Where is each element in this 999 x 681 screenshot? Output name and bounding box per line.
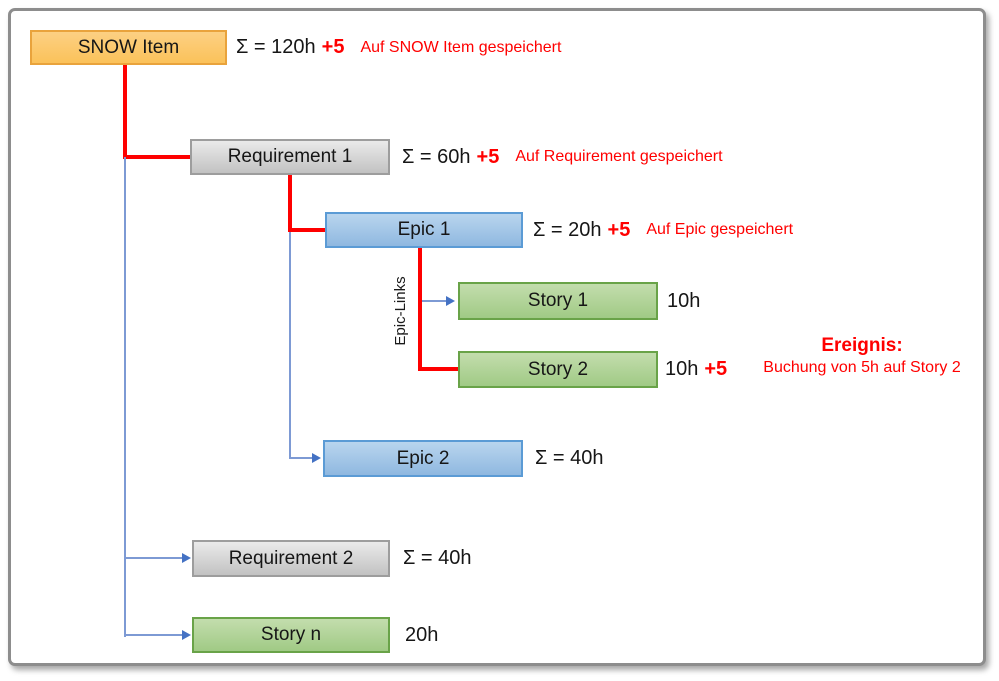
- node-requirement-1: Requirement 1: [190, 139, 390, 175]
- connector-red-into-story2: [418, 367, 458, 371]
- node-story-2-label: Story 2: [527, 358, 589, 380]
- epic-1-plus: +5: [607, 218, 631, 241]
- connector-red-requirement1-down: [288, 175, 292, 232]
- node-story-n: Story n: [192, 617, 390, 653]
- connector-red-into-requirement1: [123, 155, 190, 159]
- requirement-1-plus: +5: [476, 145, 500, 168]
- connector-blue-to-epic2: [289, 457, 312, 459]
- annotation-requirement-1: Σ = 60h +5 Auf Requirement gespeichert: [402, 139, 723, 175]
- annotation-story-1: 10h: [667, 282, 700, 320]
- annotation-story-n: 20h: [405, 617, 438, 653]
- annotation-epic-2: Σ = 40h: [535, 440, 604, 477]
- connector-blue-to-requirement2: [124, 557, 182, 559]
- annotation-epic-1: Σ = 20h +5 Auf Epic gespeichert: [533, 212, 793, 248]
- requirement-1-sum: Σ = 60h: [402, 145, 471, 168]
- arrowhead-requirement2-icon: [182, 553, 191, 563]
- event-description: Buchung von 5h auf Story 2: [763, 358, 961, 376]
- snow-item-sum: Σ = 120h: [236, 36, 316, 58]
- annotation-story-2: 10h +5: [665, 351, 727, 388]
- event-callout: Ereignis: Buchung von 5h auf Story 2: [742, 334, 982, 379]
- node-story-2: Story 2: [458, 351, 658, 388]
- connector-red-into-epic1: [288, 228, 325, 232]
- arrowhead-epic2-icon: [312, 453, 321, 463]
- node-snow-item-label: SNOW Item: [77, 36, 180, 58]
- node-snow-item: SNOW Item: [30, 30, 227, 65]
- node-story-1: Story 1: [458, 282, 658, 320]
- connector-blue-left-trunk: [124, 157, 126, 637]
- arrowhead-storyn-icon: [182, 630, 191, 640]
- connector-red-epic1-down: [418, 248, 422, 371]
- epic-2-sum: Σ = 40h: [535, 447, 604, 469]
- node-epic-1-label: Epic 1: [397, 219, 451, 240]
- annotation-requirement-2: Σ = 40h: [403, 540, 472, 577]
- slide-frame: [8, 8, 986, 666]
- node-requirement-1-label: Requirement 1: [227, 146, 353, 167]
- story-n-hours: 20h: [405, 623, 439, 646]
- node-requirement-2: Requirement 2: [192, 540, 390, 577]
- node-epic-2-label: Epic 2: [396, 447, 450, 469]
- node-requirement-2-label: Requirement 2: [228, 547, 354, 569]
- epic-links-label: Epic-Links: [392, 276, 409, 346]
- connector-blue-to-storyn: [124, 634, 182, 636]
- epic-1-note: Auf Epic gespeichert: [646, 221, 794, 238]
- node-story-n-label: Story n: [260, 624, 322, 645]
- node-epic-1: Epic 1: [325, 212, 523, 248]
- node-epic-2: Epic 2: [323, 440, 523, 477]
- annotation-snow-item: Σ = 120h +5 Auf SNOW Item gespeichert: [236, 30, 561, 65]
- connector-red-snow-down: [123, 63, 127, 159]
- story-1-hours: 10h: [667, 289, 701, 312]
- snow-item-note: Auf SNOW Item gespeichert: [360, 38, 562, 56]
- snow-item-plus: +5: [321, 36, 345, 58]
- epic-1-sum: Σ = 20h: [533, 218, 602, 241]
- event-title: Ereignis:: [821, 335, 903, 356]
- node-story-1-label: Story 1: [527, 290, 589, 311]
- arrowhead-story1-icon: [446, 296, 455, 306]
- story-2-plus: +5: [704, 358, 728, 380]
- story-2-hours: 10h: [665, 358, 699, 380]
- requirement-1-note: Auf Requirement gespeichert: [515, 148, 723, 165]
- connector-blue-to-story1: [422, 300, 446, 302]
- connector-blue-requirement1-trunk: [289, 232, 291, 459]
- requirement-2-sum: Σ = 40h: [403, 547, 472, 569]
